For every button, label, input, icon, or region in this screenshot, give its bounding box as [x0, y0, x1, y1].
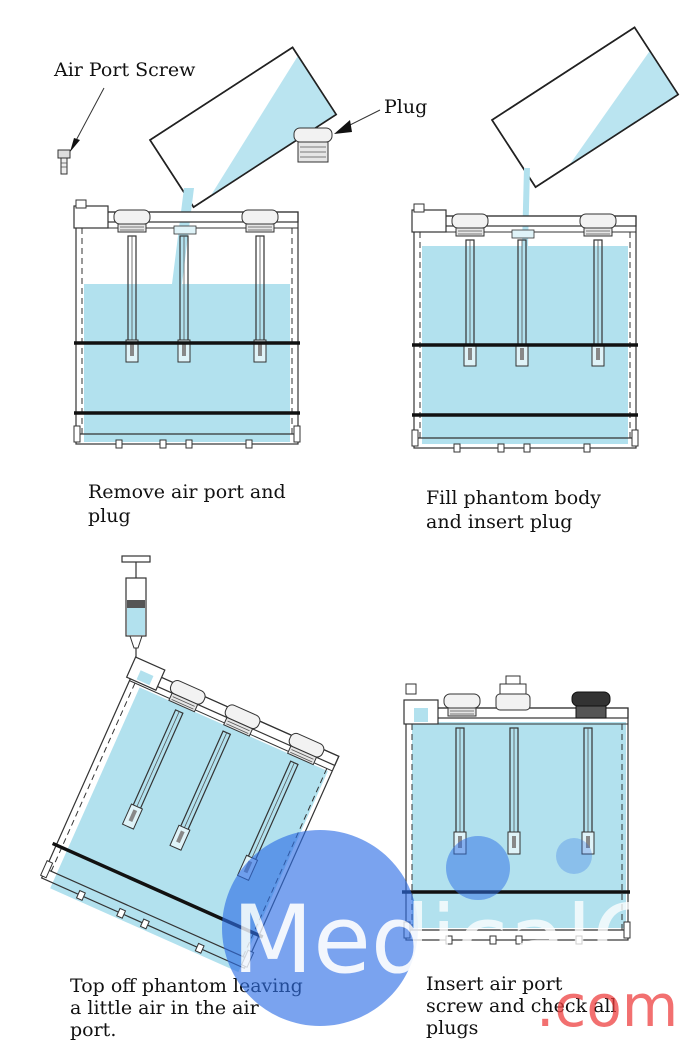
water-level [84, 284, 290, 442]
syringe-icon [121, 555, 151, 672]
watermark-logo: MedicalQC .com [222, 830, 700, 1040]
step4-caption-line1: Insert air port [426, 973, 563, 995]
plug-icon [293, 127, 333, 163]
step4-caption-line2: screw and check all [426, 995, 617, 1017]
panel-remove-air-port: Air Port Screw Plug Remove air port and … [53, 46, 427, 527]
panel-fill-phantom: Fill phantom body and insert plug [411, 26, 680, 533]
step4-caption-line3: plugs [426, 1017, 478, 1039]
step2-caption-line1: Fill phantom body [426, 487, 601, 509]
step3-caption-line2: a little air in the air [70, 997, 260, 1019]
step2-caption-line2: and insert plug [426, 511, 572, 533]
watermark-text: MedicalQC [232, 886, 700, 995]
step3-caption-line3: port. [70, 1019, 116, 1041]
step1-caption-line1: Remove air port and [88, 481, 286, 503]
watermark-com: .com [536, 972, 678, 1040]
plug-label: Plug [384, 96, 427, 118]
air-port-screw-icon [57, 149, 71, 175]
panel-insert-air-port-screw: Insert air port screw and check all plug… [402, 675, 631, 1039]
air-port-screw-label: Air Port Screw [53, 59, 196, 81]
step1-caption-line2: plug [88, 505, 131, 527]
